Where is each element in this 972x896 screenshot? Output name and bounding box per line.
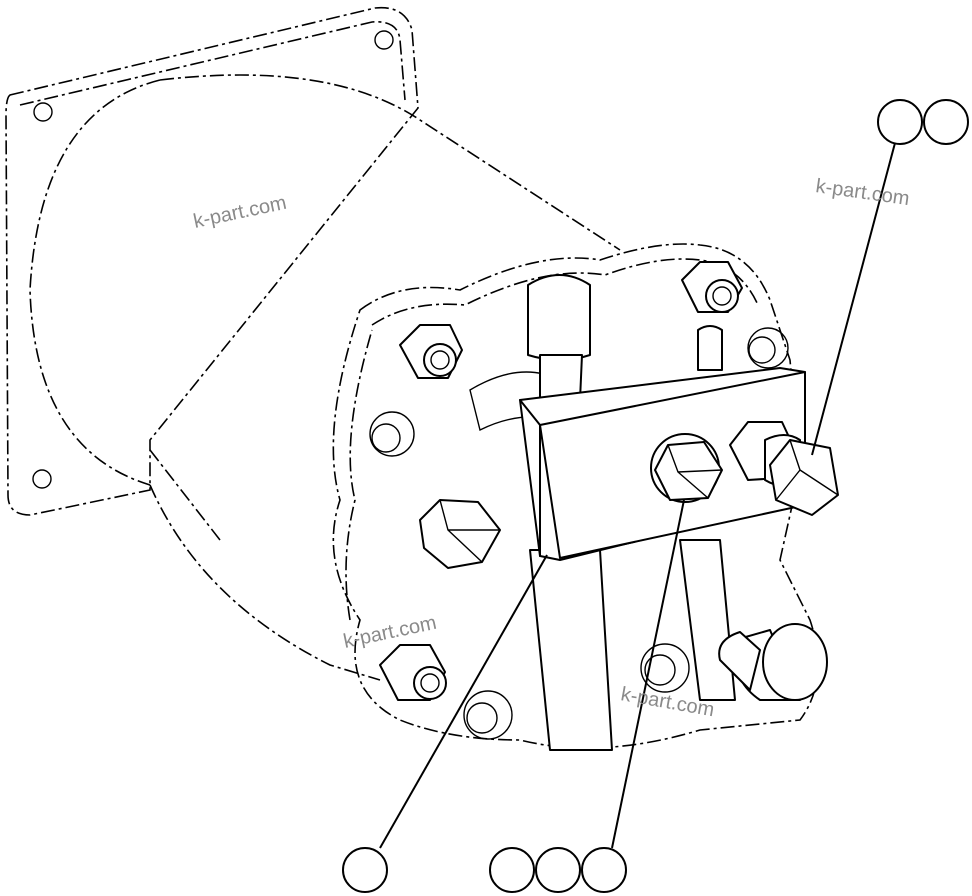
hex-plug [419,499,501,569]
lower-pipes [529,539,736,751]
housing-boss-left [369,411,415,457]
block-hex-bolt [650,433,723,503]
flange-bolt-hole-top-right [374,30,394,50]
flange-bolt-hole-top-left [33,102,53,122]
housing-bolt-upper-right [681,261,743,313]
callout-bubble[interactable] [923,99,969,145]
upper-fitting-stem [697,325,723,371]
housing-boss-right [747,327,789,369]
callout-bubble[interactable] [535,847,581,893]
callout-bubble[interactable] [877,99,923,145]
upper-pipe [527,274,591,401]
housing-bolt-bottom [379,644,447,701]
watermark: k-part.com [191,192,288,233]
callout-group-bottom-left [342,847,388,893]
lower-cap-fitting [718,623,828,701]
callout-group-top-right [877,99,969,145]
callout-bubble[interactable] [342,847,388,893]
watermark: k-part.com [814,175,911,210]
flange-bolt-hole-bottom-left [32,469,52,489]
housing-boss-bottom [463,690,513,740]
leader-bottom-center [611,499,685,849]
callout-bubble[interactable] [581,847,627,893]
housing-boss-lower-center [640,643,690,693]
motor-body [29,74,621,681]
leader-lines [379,142,896,849]
housing-bolt-top [399,324,463,379]
leader-bottom-left [379,554,548,849]
right-fitting [729,421,839,516]
callout-bubble[interactable] [489,847,535,893]
mounting-flange [5,6,419,516]
leader-top-right [811,142,896,456]
callout-group-bottom-center [489,847,627,893]
